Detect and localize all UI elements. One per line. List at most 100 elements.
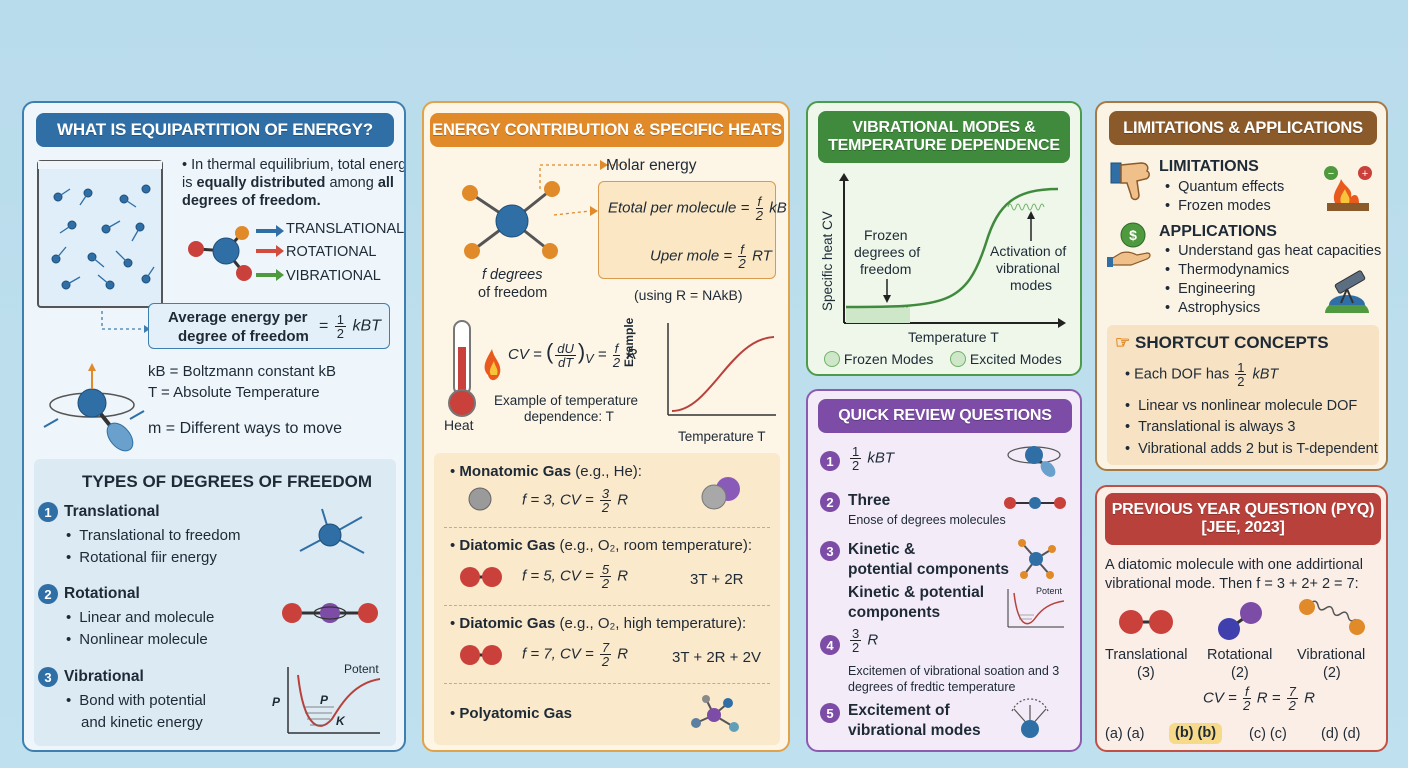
applications-title: APPLICATIONS <box>1159 223 1277 240</box>
option-d[interactable]: (d) (d) <box>1321 726 1361 742</box>
type3-title: Vibrational <box>64 668 144 685</box>
divider <box>444 683 770 684</box>
application-4: Astrophysics <box>1165 300 1260 316</box>
mode-vibrational: VIBRATIONAL <box>286 268 381 284</box>
type1-title: Translational <box>64 503 160 520</box>
connector-arrow <box>101 311 150 333</box>
gas-diatomic-high-title: • Diatomic Gas (e.g., O₂, high temperatu… <box>450 615 747 632</box>
q1-rotation-icon <box>1007 446 1061 477</box>
def-ways: m = Different ways to move <box>148 420 342 437</box>
q4-number: 4 <box>820 635 840 655</box>
panel-header: PREVIOUS YEAR QUESTION (PYQ)[JEE, 2023] <box>1105 493 1381 545</box>
type2-number: 2 <box>38 584 58 604</box>
gas-container-illustration <box>37 160 163 308</box>
potent-p-mid: P <box>320 693 329 707</box>
svg-text:−: − <box>1328 168 1334 180</box>
intro-line-3: degrees of freedom. <box>182 193 321 209</box>
type2-bullet-1: Linear and molecule <box>66 609 214 626</box>
q3-title-2: potential components <box>848 561 1010 578</box>
mol-translational: Translational <box>1105 647 1188 663</box>
q2-number: 2 <box>820 492 840 512</box>
activation-label-2: vibrational <box>996 260 1060 276</box>
using-note: (using R = NAkB) <box>634 287 743 303</box>
avg-label-1: Average energy per <box>168 309 308 326</box>
intro-line-2: is equally distributed among all <box>182 175 394 191</box>
mol-translational-n: (3) <box>1137 665 1155 681</box>
temperature-dependence-graph <box>667 323 776 416</box>
option-a[interactable]: (a) (a) <box>1105 726 1145 742</box>
molecule-modes-illustration <box>188 225 284 281</box>
shortcut-4: Vibrational adds 2 but is T-dependent <box>1125 441 1378 457</box>
mol-vibrational: Vibrational <box>1297 647 1366 663</box>
translational-diatomic-icon <box>1119 610 1173 634</box>
mol-rotational-n: (2) <box>1231 665 1249 681</box>
vibrational-diatomic-icon <box>1299 599 1365 635</box>
types-title: TYPES OF DEGREES OF FREEDOM <box>82 472 372 491</box>
pointing-hand-icon: ☞ <box>1115 333 1131 352</box>
activation-label-1: Activation of <box>990 243 1067 259</box>
application-1: Understand gas heat capacities <box>1165 243 1381 259</box>
gas-diatomic-room-title: • Diatomic Gas (e.g., O₂, room temperatu… <box>450 537 753 554</box>
svg-text:+: + <box>1362 168 1368 180</box>
legend-frozen: Frozen Modes <box>824 351 933 368</box>
thumbs-down-icon <box>1110 162 1150 201</box>
q3-title-3: Kinetic & potential <box>848 584 985 601</box>
panel-header: WHAT IS EQUIPARTITION OF ENERGY? <box>36 113 394 147</box>
limitation-2: Frozen modes <box>1165 198 1271 214</box>
intro-line-1: • In thermal equilibrium, total energy <box>182 157 406 173</box>
monatomic-atom-icon <box>468 487 492 511</box>
mol-vibrational-n: (2) <box>1323 665 1341 681</box>
shortcut-title: ☞ SHORTCUT CONCEPTS <box>1115 333 1329 352</box>
q3-number: 3 <box>820 541 840 561</box>
example-note-2: dependence: T <box>524 409 614 424</box>
shortcut-2: Linear vs nonlinear molecule DOF <box>1125 398 1357 414</box>
panel-header: QUICK REVIEW QUESTIONS <box>818 399 1072 433</box>
divider <box>444 527 770 528</box>
gas-monatomic-title: • Monatomic Gas (e.g., He): <box>450 463 642 480</box>
q2-title: Three <box>848 492 891 509</box>
potent-label: Potent <box>344 662 379 676</box>
money-hand-icon: $ <box>1107 222 1151 267</box>
type2-bullet-2: Nonlinear molecule <box>66 631 207 648</box>
type1-number: 1 <box>38 502 58 522</box>
eq1: Etotal per molecule = f2 kBT <box>608 194 788 223</box>
q2-sub: Enose of degrees molecules <box>848 513 1006 527</box>
type3-number: 3 <box>38 667 58 687</box>
option-b-correct[interactable]: (b) (b) <box>1169 723 1223 745</box>
graph-xlabel: Temperature T <box>678 429 766 444</box>
vibrational-modes-panel: VIBRATIONAL MODES &TEMPERATURE DEPENDENC… <box>806 101 1082 376</box>
type1-bullet-1: Translational to freedom <box>66 527 240 544</box>
avg-label-2: degree of freedom <box>178 328 309 345</box>
average-energy-box <box>148 303 390 349</box>
specific-heats-panel: ENERGY CONTRIBUTION & SPECIFIC HEATS Mol… <box>422 101 790 752</box>
option-c[interactable]: (c) (c) <box>1249 726 1287 742</box>
type2-title: Rotational <box>64 585 140 602</box>
type3-bullet-1: Bond with potential <box>66 692 206 709</box>
limitations-title: LIMITATIONS <box>1159 158 1259 175</box>
gas-polyatomic-title: • Polyatomic Gas <box>450 705 572 722</box>
dof-label-1: f degrees <box>482 267 543 283</box>
q5-vibration-icon <box>1011 698 1049 738</box>
frozen-label-1: Frozen <box>864 227 908 243</box>
frozen-arrow <box>883 279 891 303</box>
rotational-molecule-icon <box>282 603 378 623</box>
mode-translational: TRANSLATIONAL <box>286 221 405 237</box>
cv-axis-label: Specific heat CV <box>820 211 835 311</box>
diatomic-high-icon <box>460 645 502 665</box>
mol-rotational: Rotational <box>1207 647 1273 663</box>
question-line-2: vibrational mode. Then f = 3 + 2+ 2 = 7: <box>1105 576 1359 592</box>
q3-title-1: Kinetic & <box>848 541 916 558</box>
potential-energy-curve <box>287 667 381 734</box>
q3-title-4: components <box>848 604 941 621</box>
dof-label-2: of freedom <box>478 285 548 301</box>
molar-energy-label: Molar energy <box>606 157 697 174</box>
